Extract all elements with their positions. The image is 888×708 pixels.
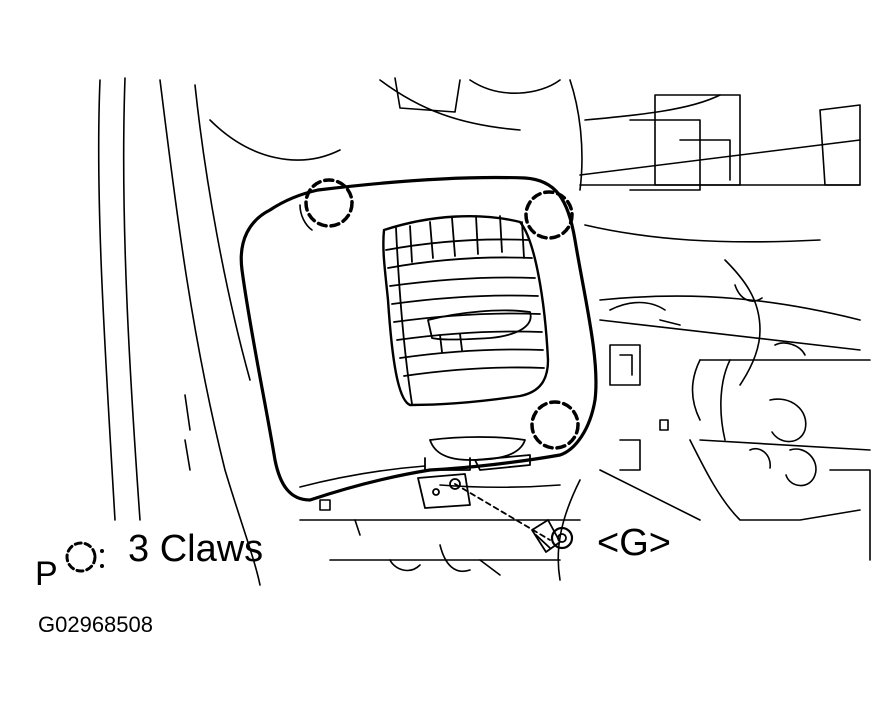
vent-housing-panel	[239, 175, 598, 502]
claw-marker-bottom-right	[530, 400, 580, 450]
claw-marker-top-right	[524, 190, 574, 240]
claw-markers	[304, 178, 580, 450]
dashboard-background-lines	[97, 77, 871, 586]
legend-symbol-letter: P	[35, 555, 58, 593]
legend-claw-symbol	[65, 541, 97, 573]
legend-colon-dot	[100, 564, 104, 568]
vent-louver-grille	[382, 214, 550, 407]
legend-colon-dot	[100, 549, 104, 553]
claw-marker-top-left	[304, 178, 354, 228]
screw-fastener	[454, 483, 574, 553]
lower-mounting-tab	[417, 436, 531, 509]
fastener-callout-label: <G>	[597, 522, 671, 564]
figure-id: G02968508	[38, 612, 153, 637]
legend-claws-label: 3 Claws	[128, 528, 264, 570]
